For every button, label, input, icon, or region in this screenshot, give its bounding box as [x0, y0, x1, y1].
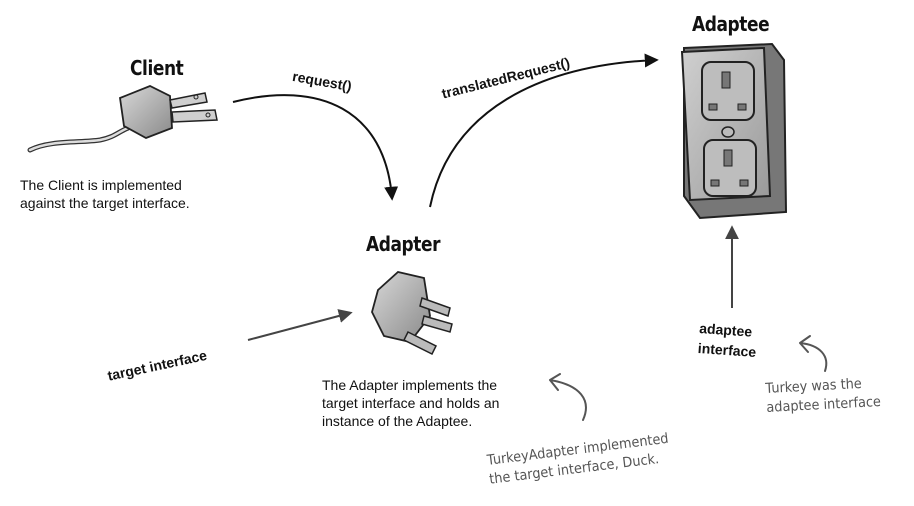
adaptee-interface-line: interface: [697, 339, 757, 360]
target-interface-arrow: [247, 309, 353, 341]
adapter-description-line: target interface and holds an: [322, 395, 500, 411]
request-arrow: [232, 94, 399, 201]
client-title: Client: [130, 56, 184, 80]
client-description: The Client is implemented against the ta…: [20, 176, 190, 212]
turkey-note-arrow: [799, 335, 828, 372]
adapter-title: Adapter: [366, 232, 441, 256]
adapter-description: The Adapter implements the target interf…: [322, 376, 499, 430]
adapter-description-line: instance of the Adaptee.: [322, 413, 473, 429]
turkey-note: Turkey was the adaptee interface: [765, 374, 881, 418]
adapter-plug-icon: [371, 271, 453, 356]
wall-socket-icon: [680, 42, 788, 220]
client-description-line: against the target interface.: [20, 195, 190, 211]
plug-icon: [27, 85, 218, 153]
turkey-adapter-note-arrow: [549, 373, 587, 421]
adaptee-interface-label: adaptee interface: [697, 318, 758, 362]
adapter-description-line: The Adapter implements the: [322, 377, 498, 393]
translated-request-arrow: [429, 53, 659, 208]
adaptee-title: Adaptee: [692, 12, 770, 36]
client-description-line: The Client is implemented: [20, 177, 182, 193]
